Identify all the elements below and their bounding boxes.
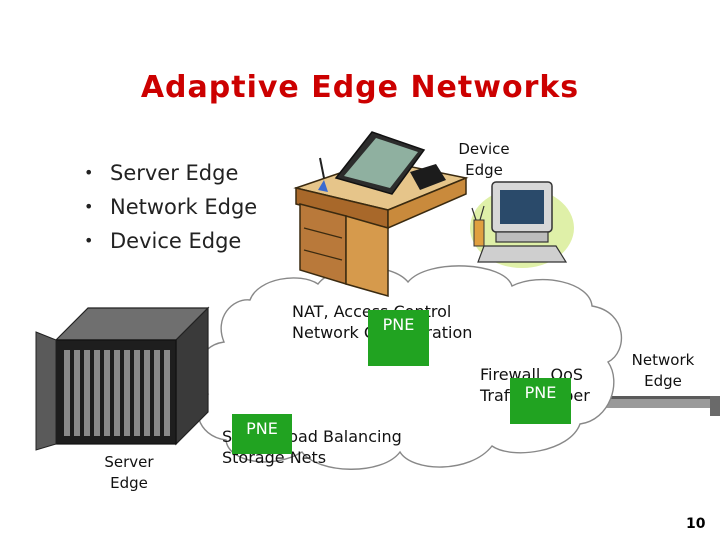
computer-icon bbox=[470, 181, 574, 268]
pne-box-server: PNE bbox=[232, 414, 292, 454]
bullet-network-edge: Network Edge bbox=[84, 190, 257, 224]
slide-title: Adaptive Edge Networks bbox=[140, 70, 580, 105]
network-line-icon bbox=[598, 396, 720, 416]
network-edge-label-line2: Edge bbox=[644, 372, 682, 390]
device-edge-label-line1: Device bbox=[458, 140, 510, 158]
server-edge-label-line2: Edge bbox=[110, 474, 148, 492]
device-edge-label-line2: Edge bbox=[465, 161, 503, 179]
page-number: 10 bbox=[686, 516, 706, 532]
server-rack-icon bbox=[35, 306, 210, 451]
pne-box-firewall: PNE bbox=[510, 378, 571, 424]
pne-box-network: PNE bbox=[368, 310, 429, 366]
device-edge-label: Device Edge bbox=[446, 139, 522, 181]
server-edge-label-line1: Server bbox=[104, 453, 154, 471]
bullet-list: Server Edge Network Edge Device Edge bbox=[84, 156, 257, 258]
bullet-server-edge: Server Edge bbox=[84, 156, 257, 190]
server-edge-label: Server Edge bbox=[90, 452, 168, 494]
bullet-device-edge: Device Edge bbox=[84, 224, 257, 258]
desk-icon bbox=[293, 131, 469, 297]
network-edge-label: Network Edge bbox=[620, 350, 706, 392]
network-edge-label-line1: Network bbox=[631, 351, 695, 369]
